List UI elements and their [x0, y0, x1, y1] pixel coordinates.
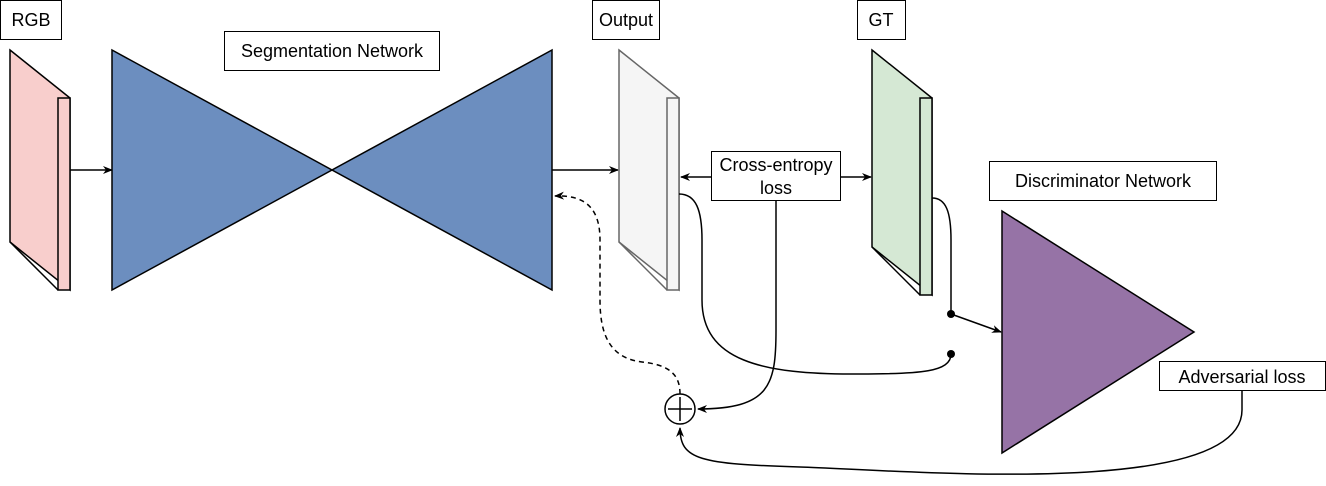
merge-to-discriminator-arrow	[950, 313, 1002, 333]
discriminator-network-label: Discriminator Network	[989, 161, 1217, 201]
segmentation-network-label-text: Segmentation Network	[241, 41, 424, 61]
discriminator-network-label-text: Discriminator Network	[1015, 171, 1192, 191]
gt-label-text: GT	[869, 10, 894, 30]
adversarial-loss-label: Adversarial loss	[1159, 361, 1326, 391]
output-label: Output	[592, 0, 660, 40]
output-volume	[618, 48, 680, 292]
adversarial-to-sum-arrow	[676, 391, 1243, 475]
rgb-label: RGB	[0, 0, 62, 40]
discriminator-network-shape	[1001, 209, 1196, 455]
sum-to-segmentation-dashed-arrow	[554, 191, 681, 395]
output-to-discriminator-line	[678, 193, 952, 375]
gt-to-discriminator-line	[931, 197, 952, 314]
cross-entropy-line2: loss	[760, 178, 792, 198]
cross-entropy-to-sum-arrow	[697, 201, 777, 413]
gt-label: GT	[857, 0, 906, 40]
output-merge-dot	[947, 350, 955, 358]
cross-entropy-line1: Cross-entropy	[719, 155, 832, 175]
rgb-input-volume	[9, 48, 71, 292]
cross-entropy-loss-label: Cross-entropy loss	[711, 151, 841, 201]
rgb-label-text: RGB	[11, 10, 50, 30]
gt-volume	[871, 48, 933, 297]
circled-plus-icon	[664, 393, 696, 425]
adversarial-loss-label-text: Adversarial loss	[1178, 367, 1305, 387]
segmentation-network-label: Segmentation Network	[224, 31, 440, 71]
output-label-text: Output	[599, 10, 653, 30]
segmentation-network-shape	[111, 48, 553, 292]
